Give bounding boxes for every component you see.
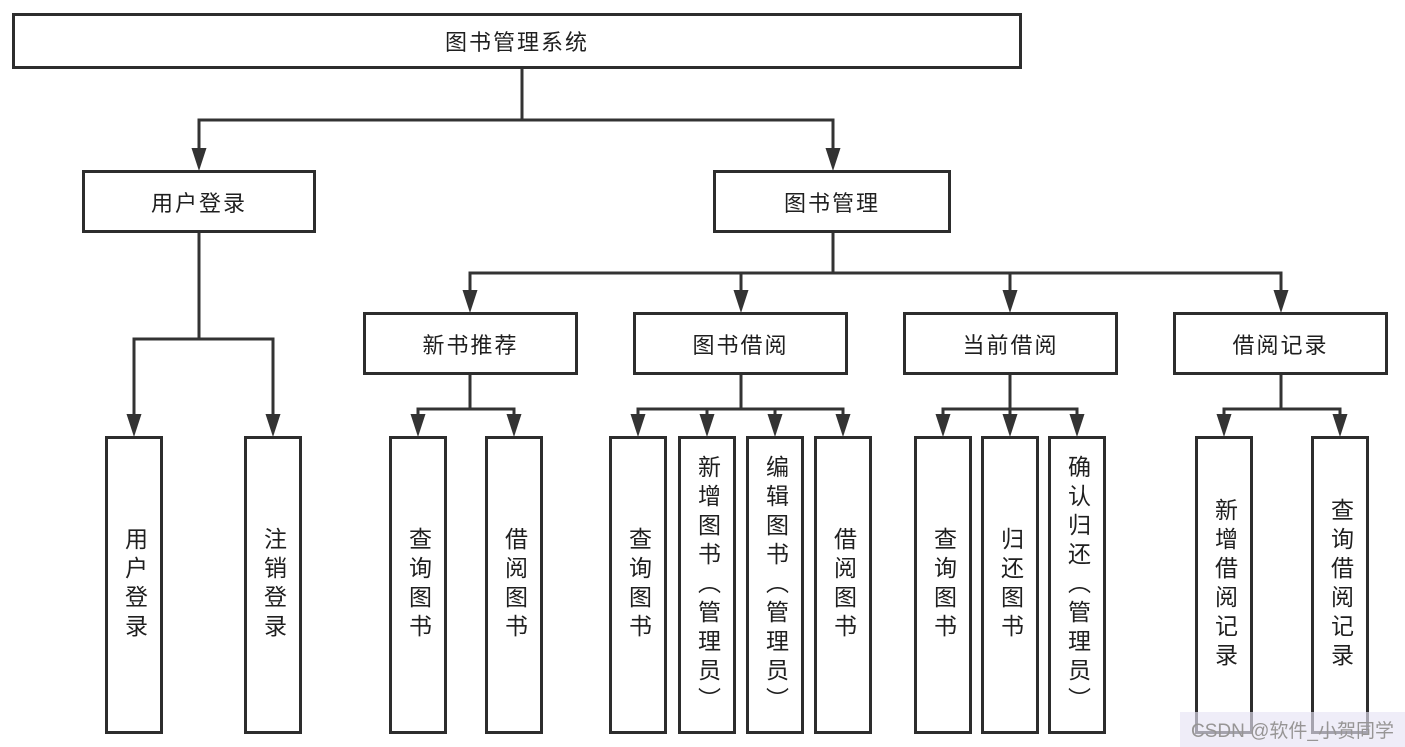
node-user-login: 用户登录 (82, 170, 316, 233)
node-label: 新书推荐 (422, 332, 519, 358)
node-new-book-recommend: 新书推荐 (363, 312, 578, 375)
node-label: 用户登录 (121, 527, 148, 643)
leaf-user-login: 用户登录 (105, 436, 163, 734)
node-library-management-system: 图书管理系统 (12, 13, 1022, 69)
leaf-confirm-return-admin: 确认归还（管理员） (1048, 436, 1106, 734)
leaf-edit-book-admin: 编辑图书（管理员） (746, 436, 804, 734)
node-label: 确认归还（管理员） (1064, 454, 1091, 716)
watermark-text: CSDN @软件_小贺同学 (1191, 721, 1394, 742)
node-book-borrowing: 图书借阅 (633, 312, 848, 375)
node-label: 归还图书 (997, 527, 1024, 643)
node-current-borrowing: 当前借阅 (903, 312, 1118, 375)
node-label: 注销登录 (260, 527, 287, 643)
leaf-add-borrow-record: 新增借阅记录 (1195, 436, 1253, 734)
node-label: 查询图书 (405, 527, 432, 643)
node-label: 用户登录 (150, 190, 247, 216)
node-label: 查询图书 (625, 527, 652, 643)
leaf-query-borrow-record: 查询借阅记录 (1311, 436, 1369, 734)
node-label: 查询图书 (930, 527, 957, 643)
leaf-borrow-books: 借阅图书 (814, 436, 872, 734)
node-label: 借阅记录 (1232, 332, 1329, 358)
leaf-logout: 注销登录 (244, 436, 302, 734)
watermark: CSDN @软件_小贺同学 (1180, 712, 1405, 747)
node-label: 新增借阅记录 (1211, 498, 1238, 672)
arrow-down-icon (126, 148, 1348, 437)
leaf-query-books-current: 查询图书 (914, 436, 972, 734)
node-label: 借阅图书 (830, 527, 857, 643)
node-label: 借阅图书 (501, 527, 528, 643)
node-label: 编辑图书（管理员） (762, 454, 789, 716)
leaf-query-books-recommend: 查询图书 (389, 436, 447, 734)
node-label: 图书借阅 (692, 332, 789, 358)
leaf-borrow-books-recommend: 借阅图书 (485, 436, 543, 734)
node-label: 图书管理 (783, 190, 880, 216)
node-label: 查询借阅记录 (1327, 498, 1354, 672)
leaf-add-book-admin: 新增图书（管理员） (678, 436, 736, 734)
node-borrow-records: 借阅记录 (1173, 312, 1388, 375)
leaf-query-books-borrowing: 查询图书 (609, 436, 667, 734)
leaf-return-books: 归还图书 (981, 436, 1039, 734)
node-label: 图书管理系统 (444, 30, 589, 55)
node-label: 当前借阅 (962, 332, 1059, 358)
node-book-management: 图书管理 (713, 170, 951, 233)
node-label: 新增图书（管理员） (694, 454, 721, 716)
